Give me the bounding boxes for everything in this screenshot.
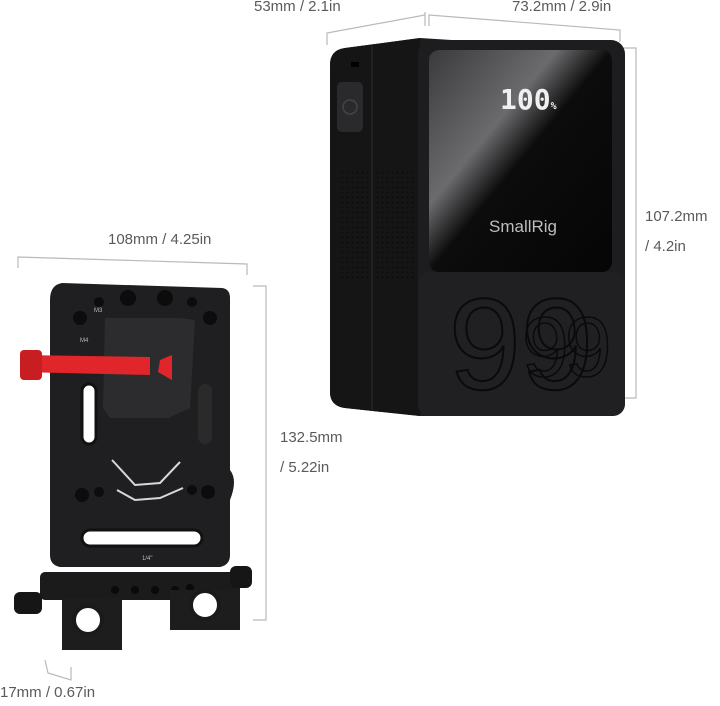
vent-grille xyxy=(338,170,368,282)
clamp-knob xyxy=(230,566,252,588)
rod-hole xyxy=(189,589,221,621)
rod-hole xyxy=(72,604,104,636)
hole-label-m4: M4 xyxy=(80,338,89,344)
battery-depth-label: 53mm / 2.1in xyxy=(254,0,341,15)
slot xyxy=(198,384,212,444)
v-mount-plate-image xyxy=(14,283,252,650)
battery-width-label: 73.2mm / 2.9in xyxy=(512,0,612,15)
battery-screen xyxy=(429,50,612,272)
battery-height-dimension-line xyxy=(623,47,637,399)
battery-depth-dimension-line xyxy=(326,12,426,45)
power-button xyxy=(337,82,363,132)
plate-width-label: 108mm / 4.25in xyxy=(108,231,212,248)
plate-height-in-label: / 5.22in xyxy=(280,459,330,476)
power-icon xyxy=(342,99,358,115)
battery-image: 99 xyxy=(330,38,625,418)
hole-label-m3: M3 xyxy=(94,308,103,314)
battery-percentage-display: 100% xyxy=(500,83,557,116)
lock-latch xyxy=(158,355,172,380)
battery-width-dimension-line xyxy=(428,14,621,42)
battery-height-in-label: / 4.2in xyxy=(645,238,686,255)
plate-thickness-dimension-line xyxy=(44,659,72,681)
model-mark: 99 xyxy=(449,271,594,417)
vent-grille xyxy=(375,170,415,282)
slot xyxy=(80,382,98,446)
release-lever xyxy=(20,355,150,375)
battery-percentage-unit: % xyxy=(550,101,557,112)
plate-height-dimension-line xyxy=(253,285,267,621)
plate-thickness-label: 17mm / 0.67in xyxy=(0,684,96,701)
clamp-knob xyxy=(14,592,42,614)
bottom-slot xyxy=(80,528,204,548)
brand-logo: SmallRig xyxy=(489,217,558,236)
plate-width-dimension-line xyxy=(17,256,248,275)
battery-height-mm-label: 107.2mm xyxy=(645,208,708,225)
plate-height-mm-label: 132.5mm xyxy=(280,429,343,446)
mounting-holes xyxy=(73,290,217,502)
battery-model-mark: 99 xyxy=(521,300,612,394)
mount-thread-label: 1/4" xyxy=(142,556,153,562)
battery-percentage-value: 100 xyxy=(500,83,551,116)
